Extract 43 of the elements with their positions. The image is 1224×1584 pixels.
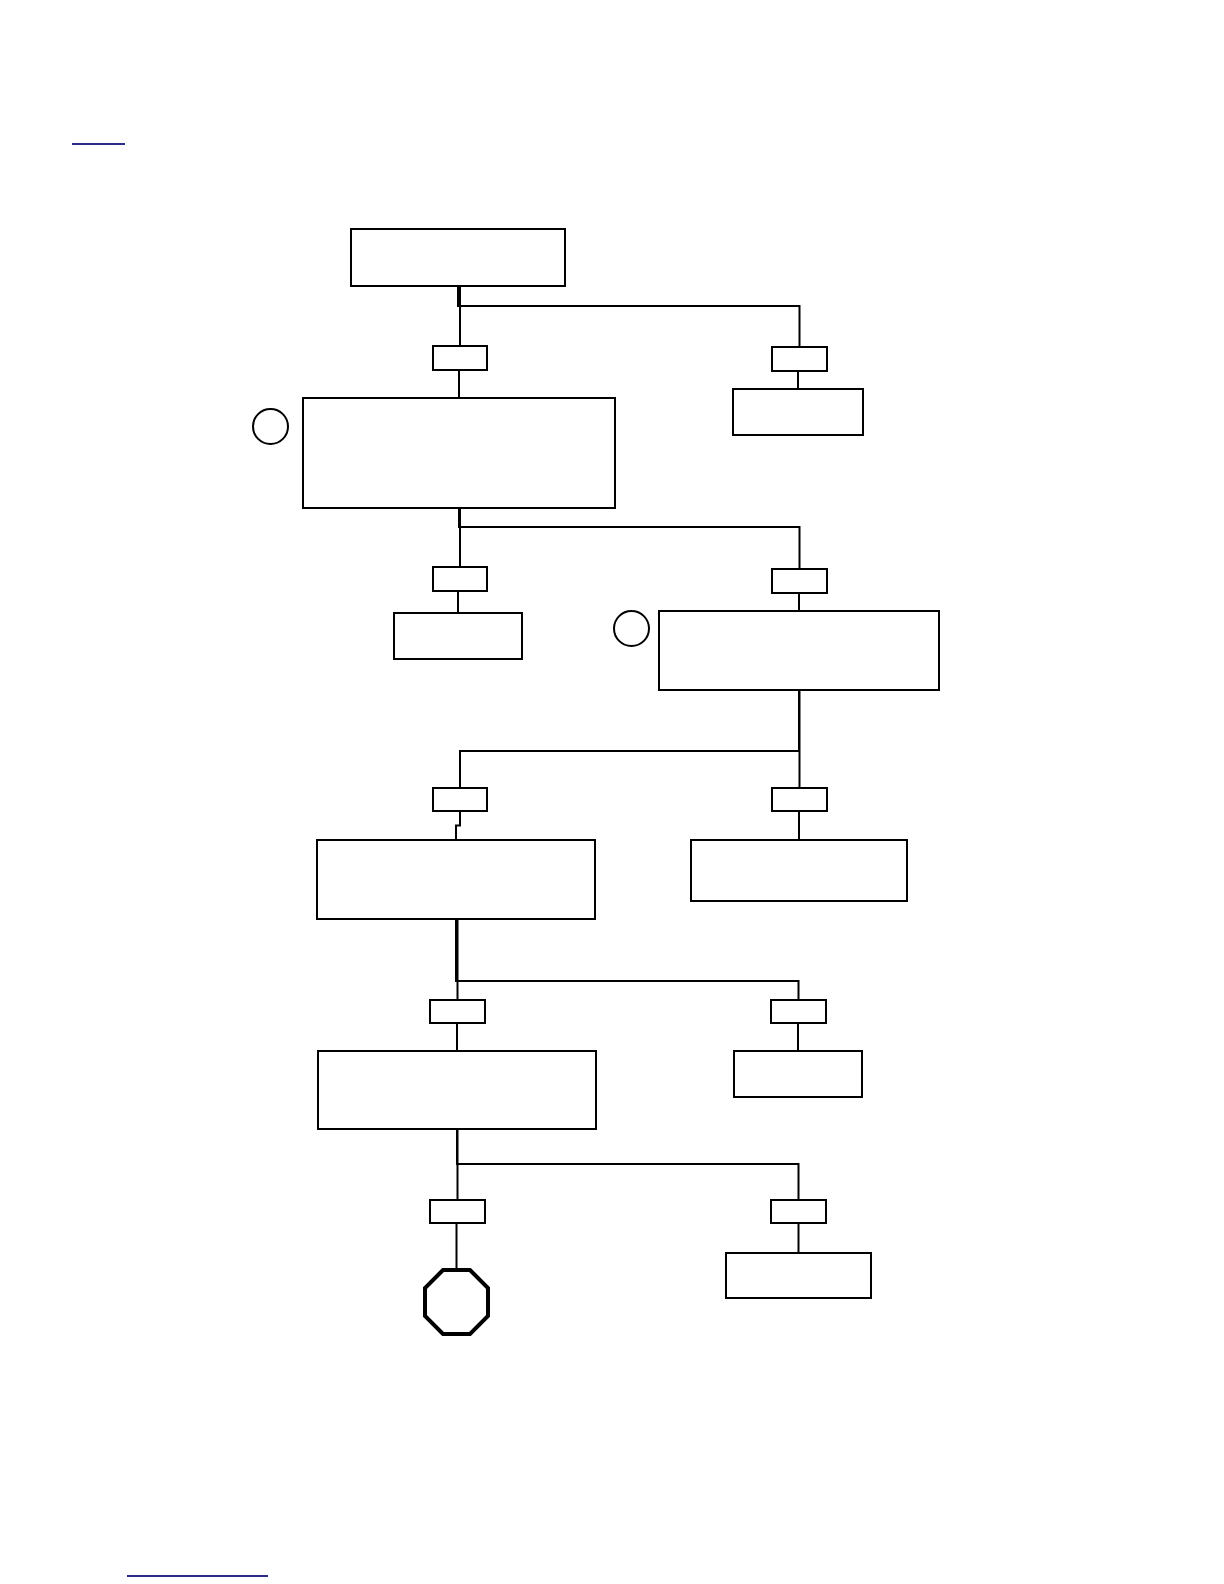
flow-box — [350, 228, 566, 287]
connector-line — [455, 919, 800, 1000]
connector-line — [456, 919, 459, 1000]
flow-box — [302, 397, 616, 509]
connector-line — [458, 370, 460, 398]
connector-line — [798, 593, 800, 611]
flow-box — [732, 388, 864, 436]
flow-box — [429, 999, 486, 1024]
flow-box — [432, 566, 488, 592]
connector-line — [798, 690, 801, 788]
flow-box — [771, 568, 828, 594]
flow-box — [770, 999, 827, 1024]
connector-line — [459, 286, 461, 346]
connector-line — [455, 811, 461, 840]
flow-box — [429, 1199, 486, 1224]
circle-marker — [252, 408, 289, 445]
circle-marker — [613, 610, 650, 647]
connector-line — [455, 1223, 458, 1269]
connector-line — [459, 690, 800, 788]
connector-line — [457, 286, 801, 347]
stop-octagon — [423, 1268, 490, 1336]
flow-box — [432, 787, 488, 812]
flow-box — [316, 839, 596, 920]
flow-box — [393, 612, 523, 660]
flow-box — [725, 1252, 872, 1299]
connector-line — [458, 508, 801, 569]
flow-box — [432, 345, 488, 371]
connector-line — [797, 1023, 799, 1051]
flow-box — [771, 346, 828, 372]
flow-box — [317, 1050, 597, 1130]
flow-box — [770, 1199, 827, 1224]
connector-line — [456, 1129, 459, 1200]
connector-line — [459, 508, 461, 567]
flow-box — [733, 1050, 863, 1098]
connector-line — [797, 1223, 800, 1253]
connector-line — [797, 371, 799, 389]
flow-box — [658, 610, 940, 691]
flow-box — [690, 839, 908, 902]
connector-line — [798, 811, 800, 840]
connector-line — [456, 1023, 458, 1051]
connector-line — [457, 591, 459, 613]
flow-box — [771, 787, 828, 812]
connector-line — [456, 1129, 800, 1200]
